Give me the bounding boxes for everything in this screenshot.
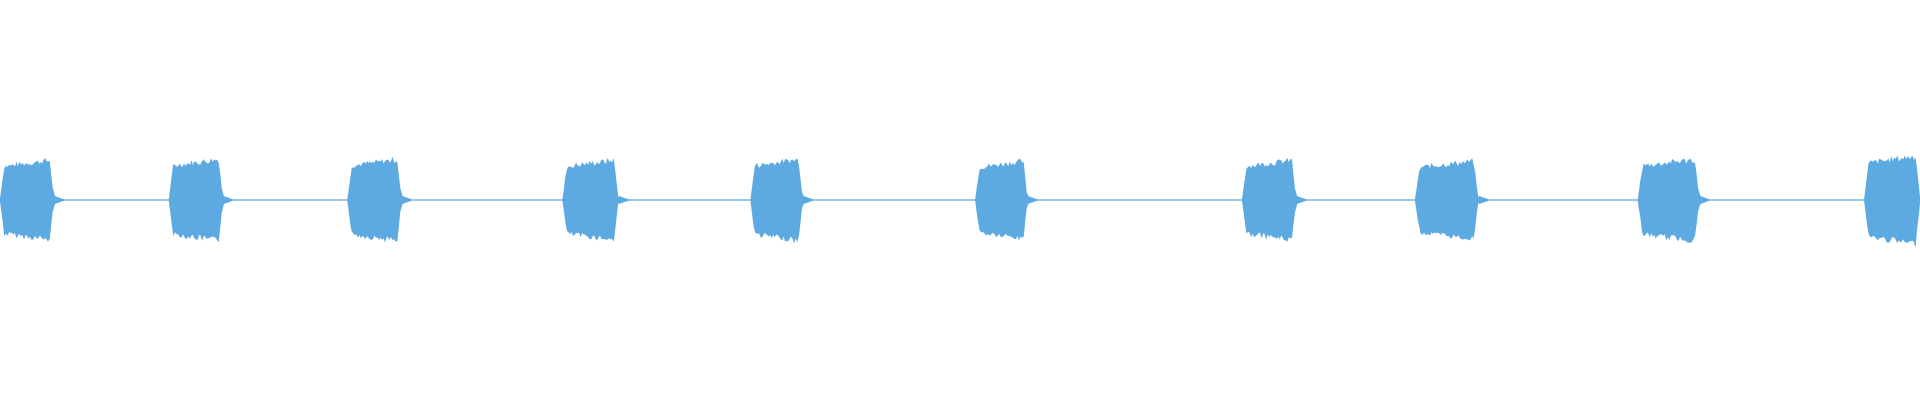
waveform-burst (0, 157, 65, 242)
waveform-burst (1414, 158, 1489, 241)
waveform-burst (1637, 158, 1710, 243)
waveform-burst (347, 156, 412, 243)
waveform-burst (168, 158, 233, 243)
waveform-burst (562, 157, 629, 242)
waveform-burst (1863, 155, 1920, 247)
waveform-burst (975, 159, 1038, 241)
waveform-burst (1241, 157, 1307, 242)
waveform-burst (750, 158, 813, 244)
waveform-bursts (0, 155, 1920, 247)
